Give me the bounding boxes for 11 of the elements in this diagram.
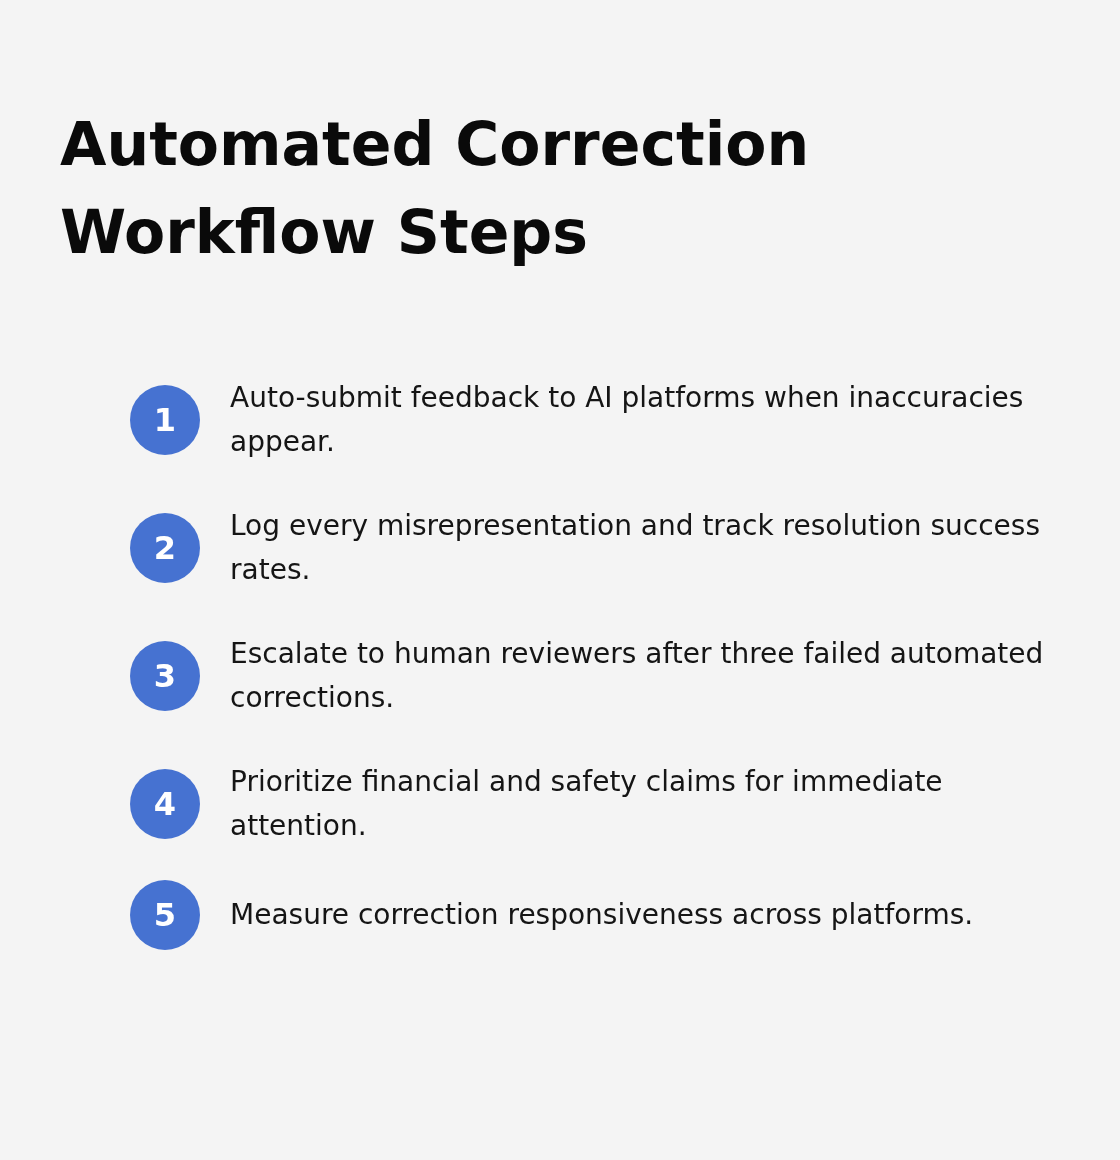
step-text: Escalate to human reviewers after three failed automated corrections. xyxy=(230,636,1045,716)
step-text: Log every misrepresentation and track resolution success rates. xyxy=(230,508,1041,588)
number-circle: 2 xyxy=(130,513,200,583)
number-circle: 3 xyxy=(130,641,200,711)
step-text: Prioritize financial and safety claims for immediate attention. xyxy=(230,764,944,844)
number-circle: 1 xyxy=(130,385,200,455)
number-circle: 5 xyxy=(130,880,200,950)
number-circle: 4 xyxy=(130,769,200,839)
title: Automated Correction Workflow Steps xyxy=(60,108,811,269)
step-text: Auto-submit feedback to AI platforms when inaccuracies appear. xyxy=(230,380,1025,460)
step-text: Measure correction responsiveness across platforms. xyxy=(230,897,975,933)
